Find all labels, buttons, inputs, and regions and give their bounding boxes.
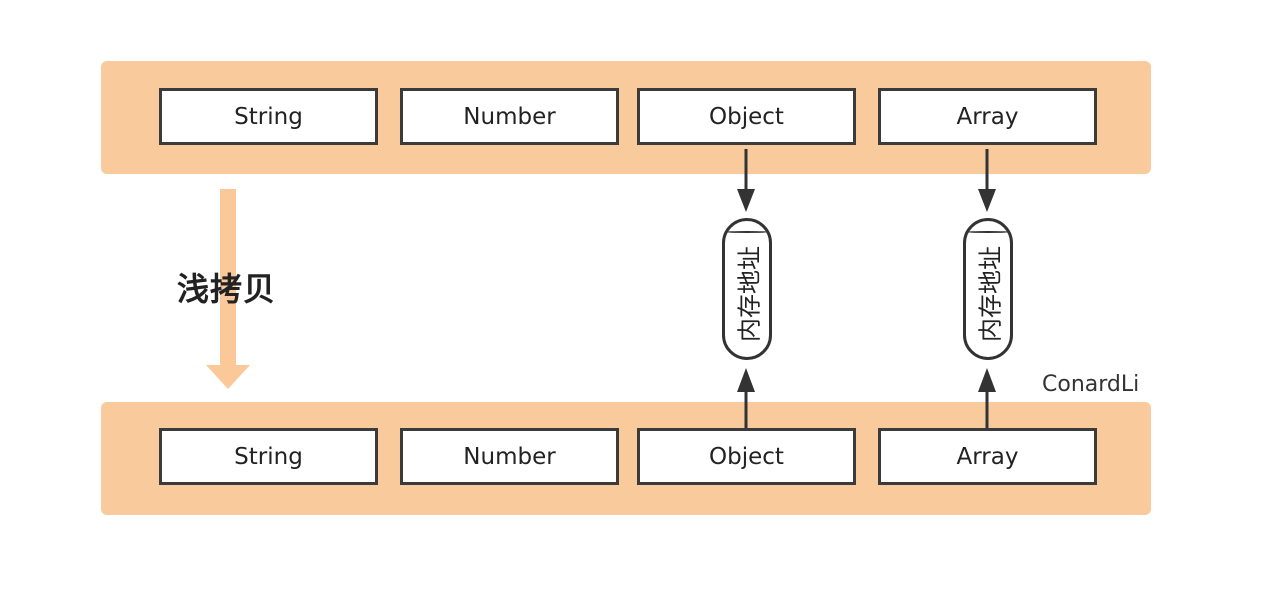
arrow-top-array-to-memory: [978, 149, 996, 212]
arrow-top-object-to-memory: [737, 149, 755, 212]
top-number-box: Number: [400, 88, 619, 145]
arrow-bottom-array-to-memory: [978, 368, 996, 428]
shallow-copy-label: 浅拷贝: [177, 270, 277, 308]
top-object-box: Object: [637, 88, 856, 145]
top-array-box: Array: [878, 88, 1097, 145]
arrow-bottom-object-to-memory: [737, 368, 755, 428]
bottom-array-box: Array: [878, 428, 1097, 485]
bottom-string-box: String: [159, 428, 378, 485]
memory-address-node-array: 内存地址: [963, 218, 1013, 360]
memory-address-label: 内存地址: [735, 246, 764, 343]
author-label: ConardLi: [1042, 372, 1140, 397]
bottom-object-box: Object: [637, 428, 856, 485]
bottom-number-box: Number: [400, 428, 619, 485]
memory-address-label: 内存地址: [976, 246, 1005, 343]
shallow-copy-arrow: [206, 189, 250, 389]
memory-address-node-object: 内存地址: [722, 218, 772, 360]
top-string-box: String: [159, 88, 378, 145]
